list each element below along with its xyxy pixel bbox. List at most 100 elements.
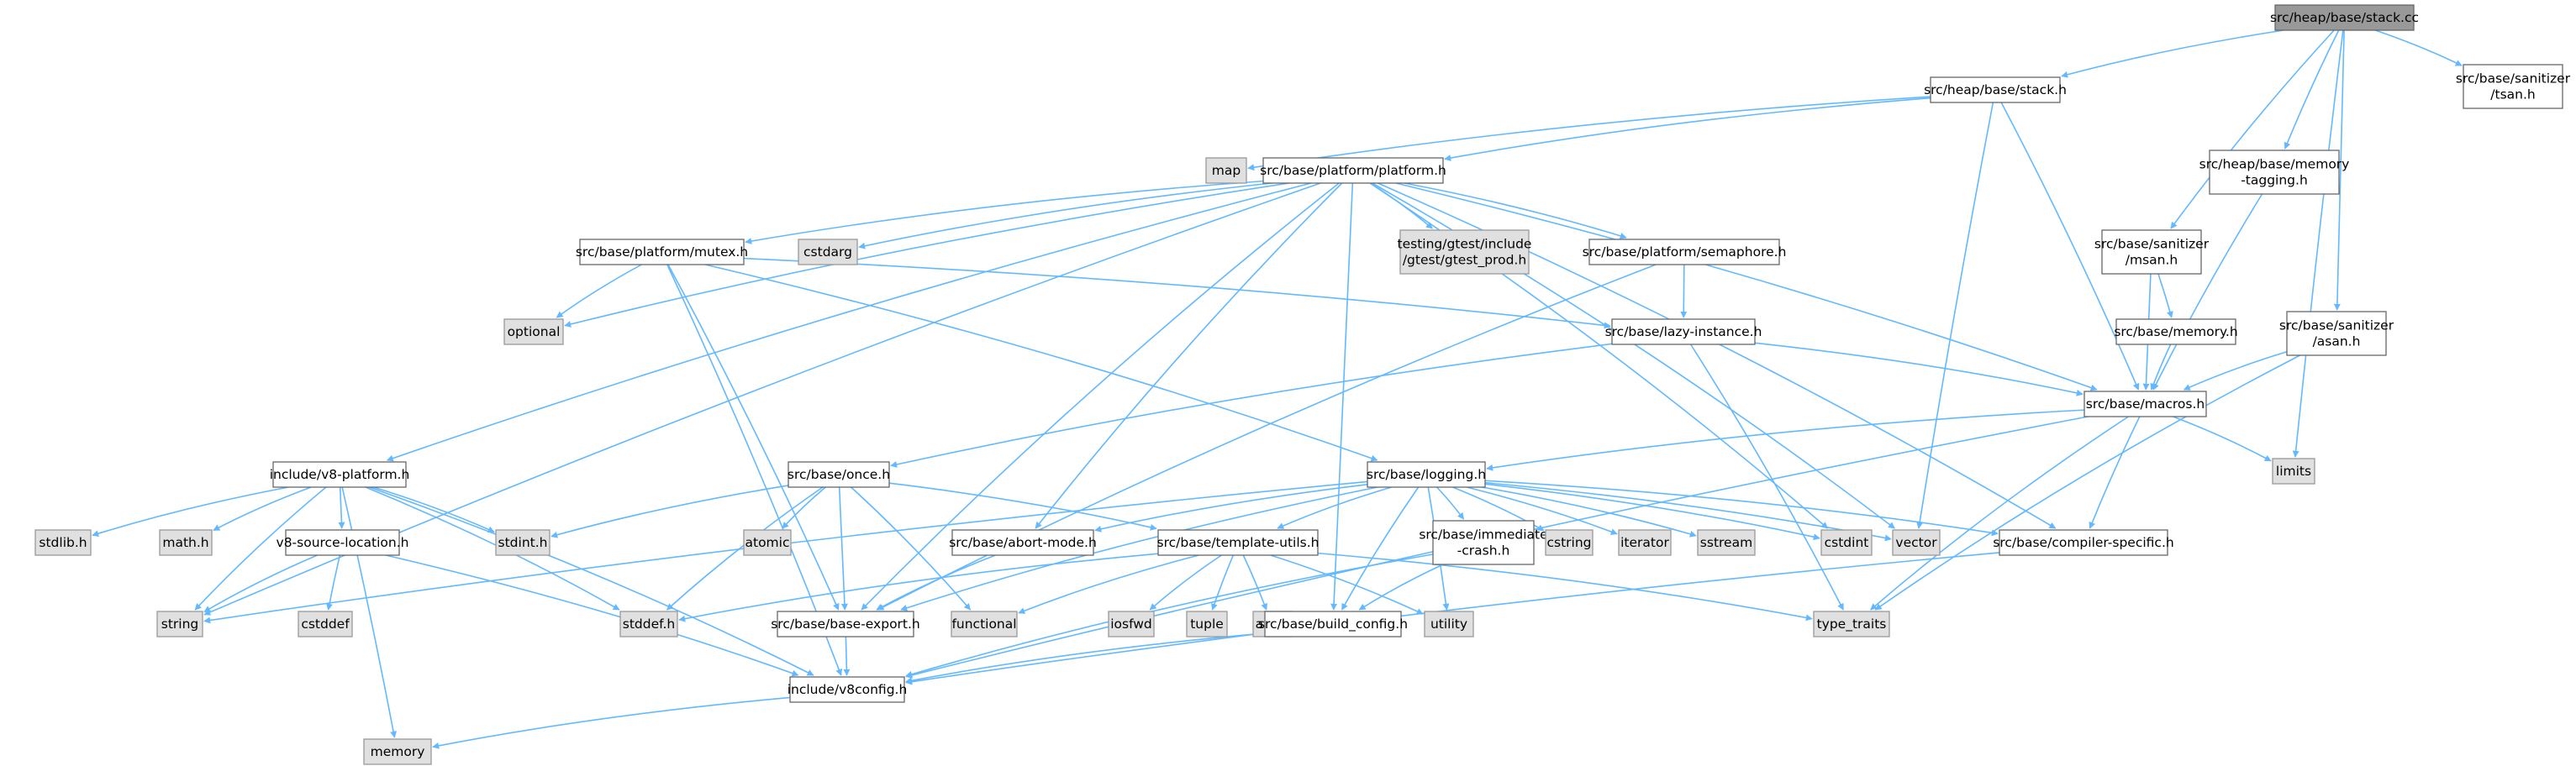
edge-platform_h-to-v8_platform (386, 182, 1312, 462)
edge-stack_h-to-macros_h (2000, 102, 2140, 391)
node-box (777, 611, 914, 637)
node-box (495, 529, 550, 556)
edge-root-to-limits (2292, 29, 2344, 458)
node-platform-h[interactable]: src/base/platform/platform.h (1260, 157, 1446, 184)
node-label: cstring (1546, 535, 1591, 550)
edge-logging_h-to-immediate_crash (1436, 486, 1465, 520)
edge-logging_h-to-sstream (1481, 486, 1697, 538)
node-cstdarg: cstdarg (798, 239, 858, 265)
node-box (798, 239, 858, 265)
node-label: sstream (1700, 535, 1752, 550)
node-label: stddef.h (623, 616, 675, 632)
node-box (743, 529, 792, 556)
node-box (156, 611, 203, 637)
node-label: v8-source-location.h (277, 535, 409, 550)
edge-macros_h-to-limits (2173, 416, 2272, 462)
node-stdint-h: stdint.h (495, 529, 550, 556)
node-cstring: cstring (1545, 529, 1594, 556)
node-box (951, 529, 1094, 556)
edge-root-to-stack_h (2061, 29, 2284, 78)
node-label: /msan.h (2126, 253, 2178, 268)
node-label: src/base/logging.h (1367, 467, 1486, 482)
node-box (1367, 461, 1486, 488)
node-label: src/base/memory.h (2114, 324, 2237, 339)
node-immediate-crash[interactable]: src/base/immediate-crash.h (1419, 520, 1548, 565)
node-once-h[interactable]: src/base/once.h (788, 461, 890, 488)
node-build-config[interactable]: src/base/build_config.h (1258, 611, 1408, 637)
node-memtag[interactable]: src/heap/base/memory-tagging.h (2199, 150, 2350, 195)
edge-platform_h-to-base_export (861, 182, 1340, 611)
node-v8config[interactable]: include/v8config.h (788, 676, 908, 703)
node-label: src/base/sanitizer (2094, 237, 2210, 252)
node-semaphore-h[interactable]: src/base/platform/semaphore.h (1583, 239, 1787, 265)
edge-once_h-to-functional (851, 486, 972, 611)
node-base-export[interactable]: src/base/base-export.h (771, 611, 920, 637)
node-label: src/base/template-utils.h (1157, 535, 1320, 550)
node-compiler-specific[interactable]: src/base/compiler-specific.h (1993, 529, 2174, 556)
node-sstream: sstream (1697, 529, 1756, 556)
node-tsan[interactable]: src/base/sanitizer/tsan.h (2456, 64, 2571, 109)
node-box (2272, 458, 2315, 485)
edge-asan-to-macros_h (2183, 351, 2288, 391)
edge-root-to-memtag (2284, 29, 2340, 150)
node-box (285, 529, 400, 556)
node-stack-h[interactable]: src/heap/base/stack.h (1924, 76, 2067, 103)
node-box (1205, 157, 1247, 184)
node-label: stdlib.h (39, 535, 87, 550)
edge-once_h-to-template_utils (888, 482, 1157, 531)
node-msan[interactable]: src/base/sanitizer/msan.h (2094, 229, 2210, 275)
node-box (788, 461, 890, 488)
node-v8-platform[interactable]: include/v8-platform.h (270, 461, 410, 488)
edge-base_export-to-v8config (843, 636, 851, 676)
node-memory: memory (363, 738, 432, 765)
edge-template_utils-to-stddef_h (678, 553, 1159, 622)
node-template-utils[interactable]: src/base/template-utils.h (1157, 529, 1320, 556)
edge-macros_h-to-type_traits (1870, 416, 2129, 611)
node-box (363, 738, 432, 765)
node-root[interactable]: src/heap/base/stack.cc (2270, 4, 2419, 31)
node-label: src/base/sanitizer (2456, 71, 2571, 87)
node-abort-mode[interactable]: src/base/abort-mode.h (949, 529, 1097, 556)
node-functional: functional (951, 611, 1018, 637)
edge-immediate_crash-to-build_config (1358, 564, 1444, 611)
edges-layer (92, 29, 2463, 749)
node-box (1399, 229, 1530, 275)
edge-v8_platform-to-math_h (213, 486, 312, 532)
node-memory-h[interactable]: src/base/memory.h (2114, 318, 2238, 345)
edge-abort_mode-to-base_export (876, 554, 996, 611)
node-box (2463, 64, 2563, 109)
node-lazy-instance[interactable]: src/base/lazy-instance.h (1605, 318, 1762, 345)
node-label: map (1212, 163, 1241, 178)
node-box (579, 239, 745, 265)
node-macros-h[interactable]: src/base/macros.h (2083, 391, 2207, 417)
node-label: src/base/compiler-specific.h (1993, 535, 2173, 550)
node-box (1432, 520, 1535, 565)
edge-logging_h-to-base_export (900, 486, 1378, 611)
node-mutex-h[interactable]: src/base/platform/mutex.h (576, 239, 748, 265)
node-box (2209, 150, 2340, 195)
edge-mutex_h-to-logging_h (704, 264, 1378, 462)
node-label: /tsan.h (2490, 87, 2535, 102)
edge-mutex_h-to-optional (556, 264, 642, 318)
node-limits: limits (2272, 458, 2315, 485)
node-box (34, 529, 92, 556)
node-cstdint: cstdint (1820, 529, 1873, 556)
node-map: map (1205, 157, 1247, 184)
edge-immediate_crash-to-v8config (905, 554, 1434, 678)
node-vector: vector (1892, 529, 1941, 556)
edge-platform_h-to-abort_mode (1035, 182, 1343, 529)
node-gtest-prod: testing/gtest/include/gtest/gtest_prod.h (1398, 229, 1531, 275)
edge-platform_h-to-semaphore_h (1404, 182, 1627, 239)
node-v8-source-loc[interactable]: v8-source-location.h (277, 529, 409, 556)
node-label: include/v8-platform.h (270, 467, 410, 482)
node-label: src/base/platform/mutex.h (576, 244, 748, 260)
node-logging-h[interactable]: src/base/logging.h (1367, 461, 1486, 488)
node-box (1545, 529, 1594, 556)
node-box (503, 318, 564, 345)
edge-platform_h-to-build_config (1330, 182, 1354, 611)
node-box (1157, 529, 1319, 556)
node-stdlib-h: stdlib.h (34, 529, 92, 556)
edge-logging_h-to-cstdint (1484, 483, 1820, 541)
node-asan[interactable]: src/base/sanitizer/asan.h (2279, 311, 2394, 356)
edge-memory_h-to-macros_h (2150, 344, 2172, 391)
